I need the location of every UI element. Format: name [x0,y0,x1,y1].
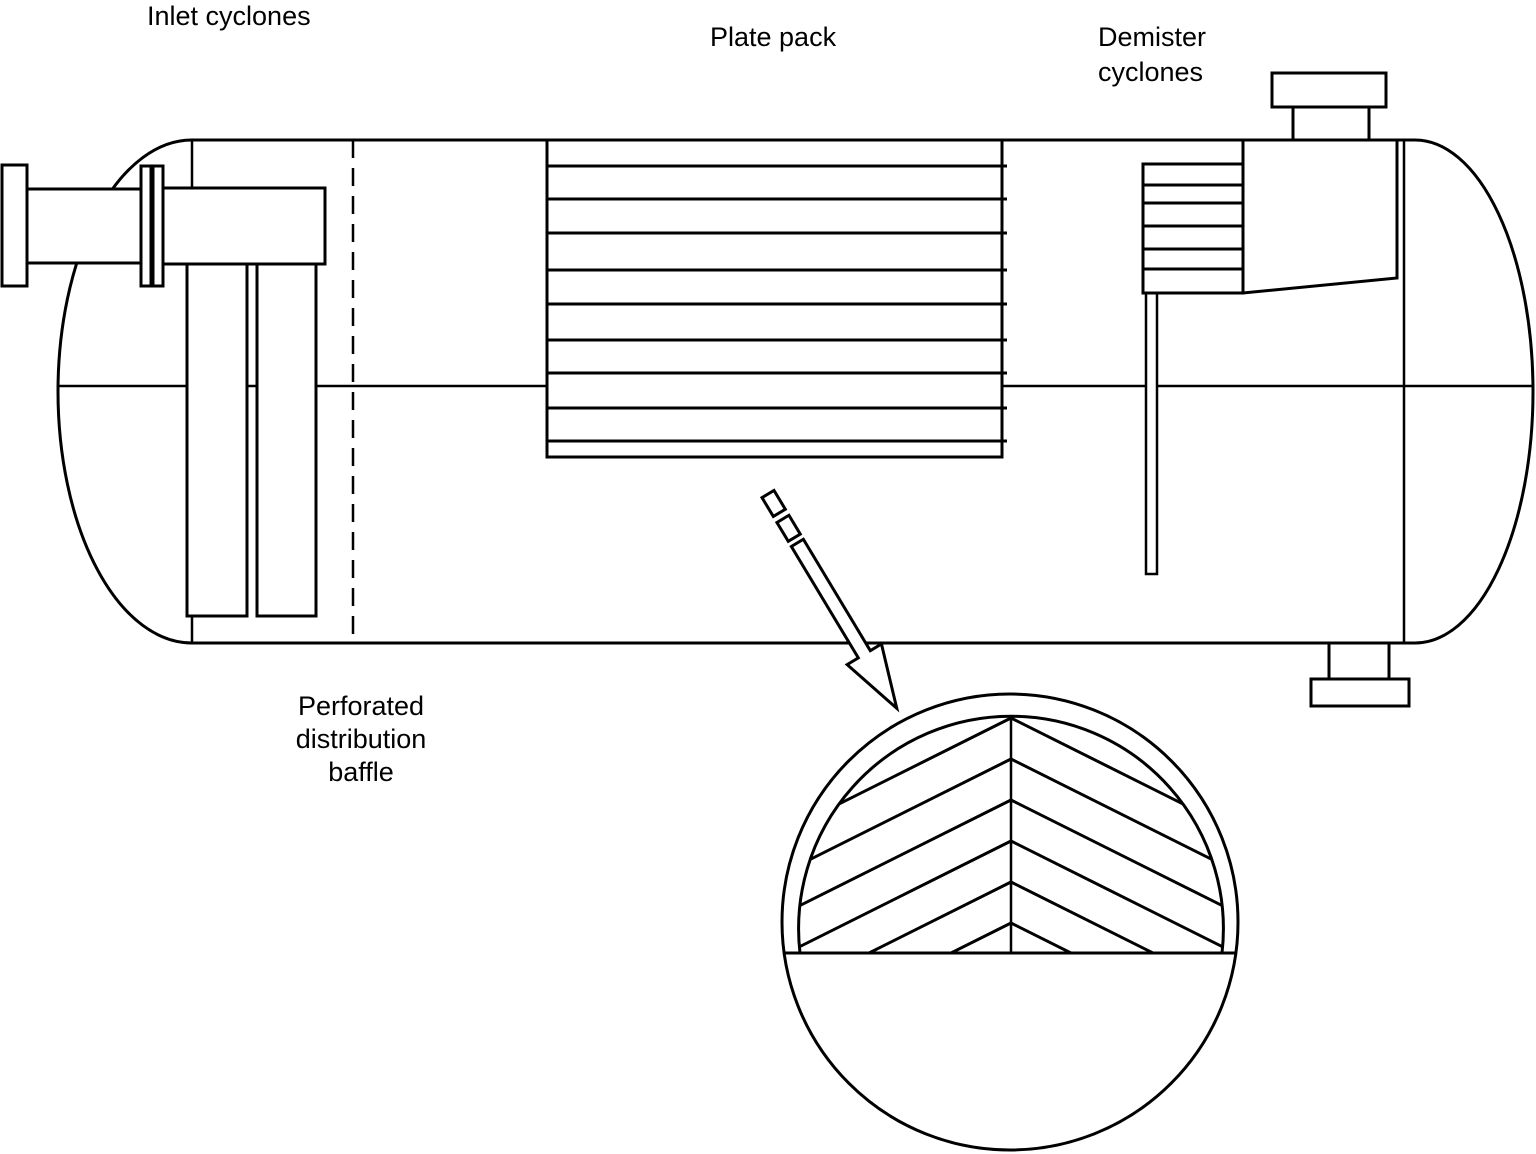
inlet-cyclone-tube-1 [185,262,249,618]
liquid-outlet-nozzle [1309,641,1411,708]
perforated-baffle-label: Perforated distribution baffle [295,691,427,787]
vessel-outline [56,138,1535,645]
plate-pack-plates [547,164,1007,443]
demister-assembly [1141,138,1399,576]
demister-cyclone-box [1141,162,1245,295]
gas-outlet-pipe [1291,105,1371,142]
plate-pack [545,138,1007,459]
inlet-cyclone-tube-2 [255,262,318,618]
plate-pack-detail-circle [780,692,1240,1152]
gas-outlet-flange [1270,71,1388,109]
demister-cyclone-plates [1143,183,1243,271]
gas-outlet-nozzle [1270,71,1388,142]
inlet-flange-outer [0,163,29,288]
liquid-outlet-flange [1309,677,1411,708]
demister-outlet-duct [1241,138,1399,295]
inlet-pipe [25,187,143,265]
detail-arrow [759,488,900,713]
inlet-cyclones-label: Inlet cyclones [147,1,311,31]
inlet-flange-pair-left [139,164,153,288]
demister-drain-pipe [1144,291,1159,576]
plate-pack-frame [545,138,1004,459]
demister-cyclones-label: Demister cyclones [1098,22,1207,87]
detail-herringbone-plates [798,716,1224,953]
inlet-distributor-box [161,186,327,266]
plate-pack-label: Plate pack [710,22,837,52]
plate-pack-body [545,138,1004,459]
inlet-assembly [0,163,327,618]
liquid-outlet-pipe [1327,641,1391,681]
